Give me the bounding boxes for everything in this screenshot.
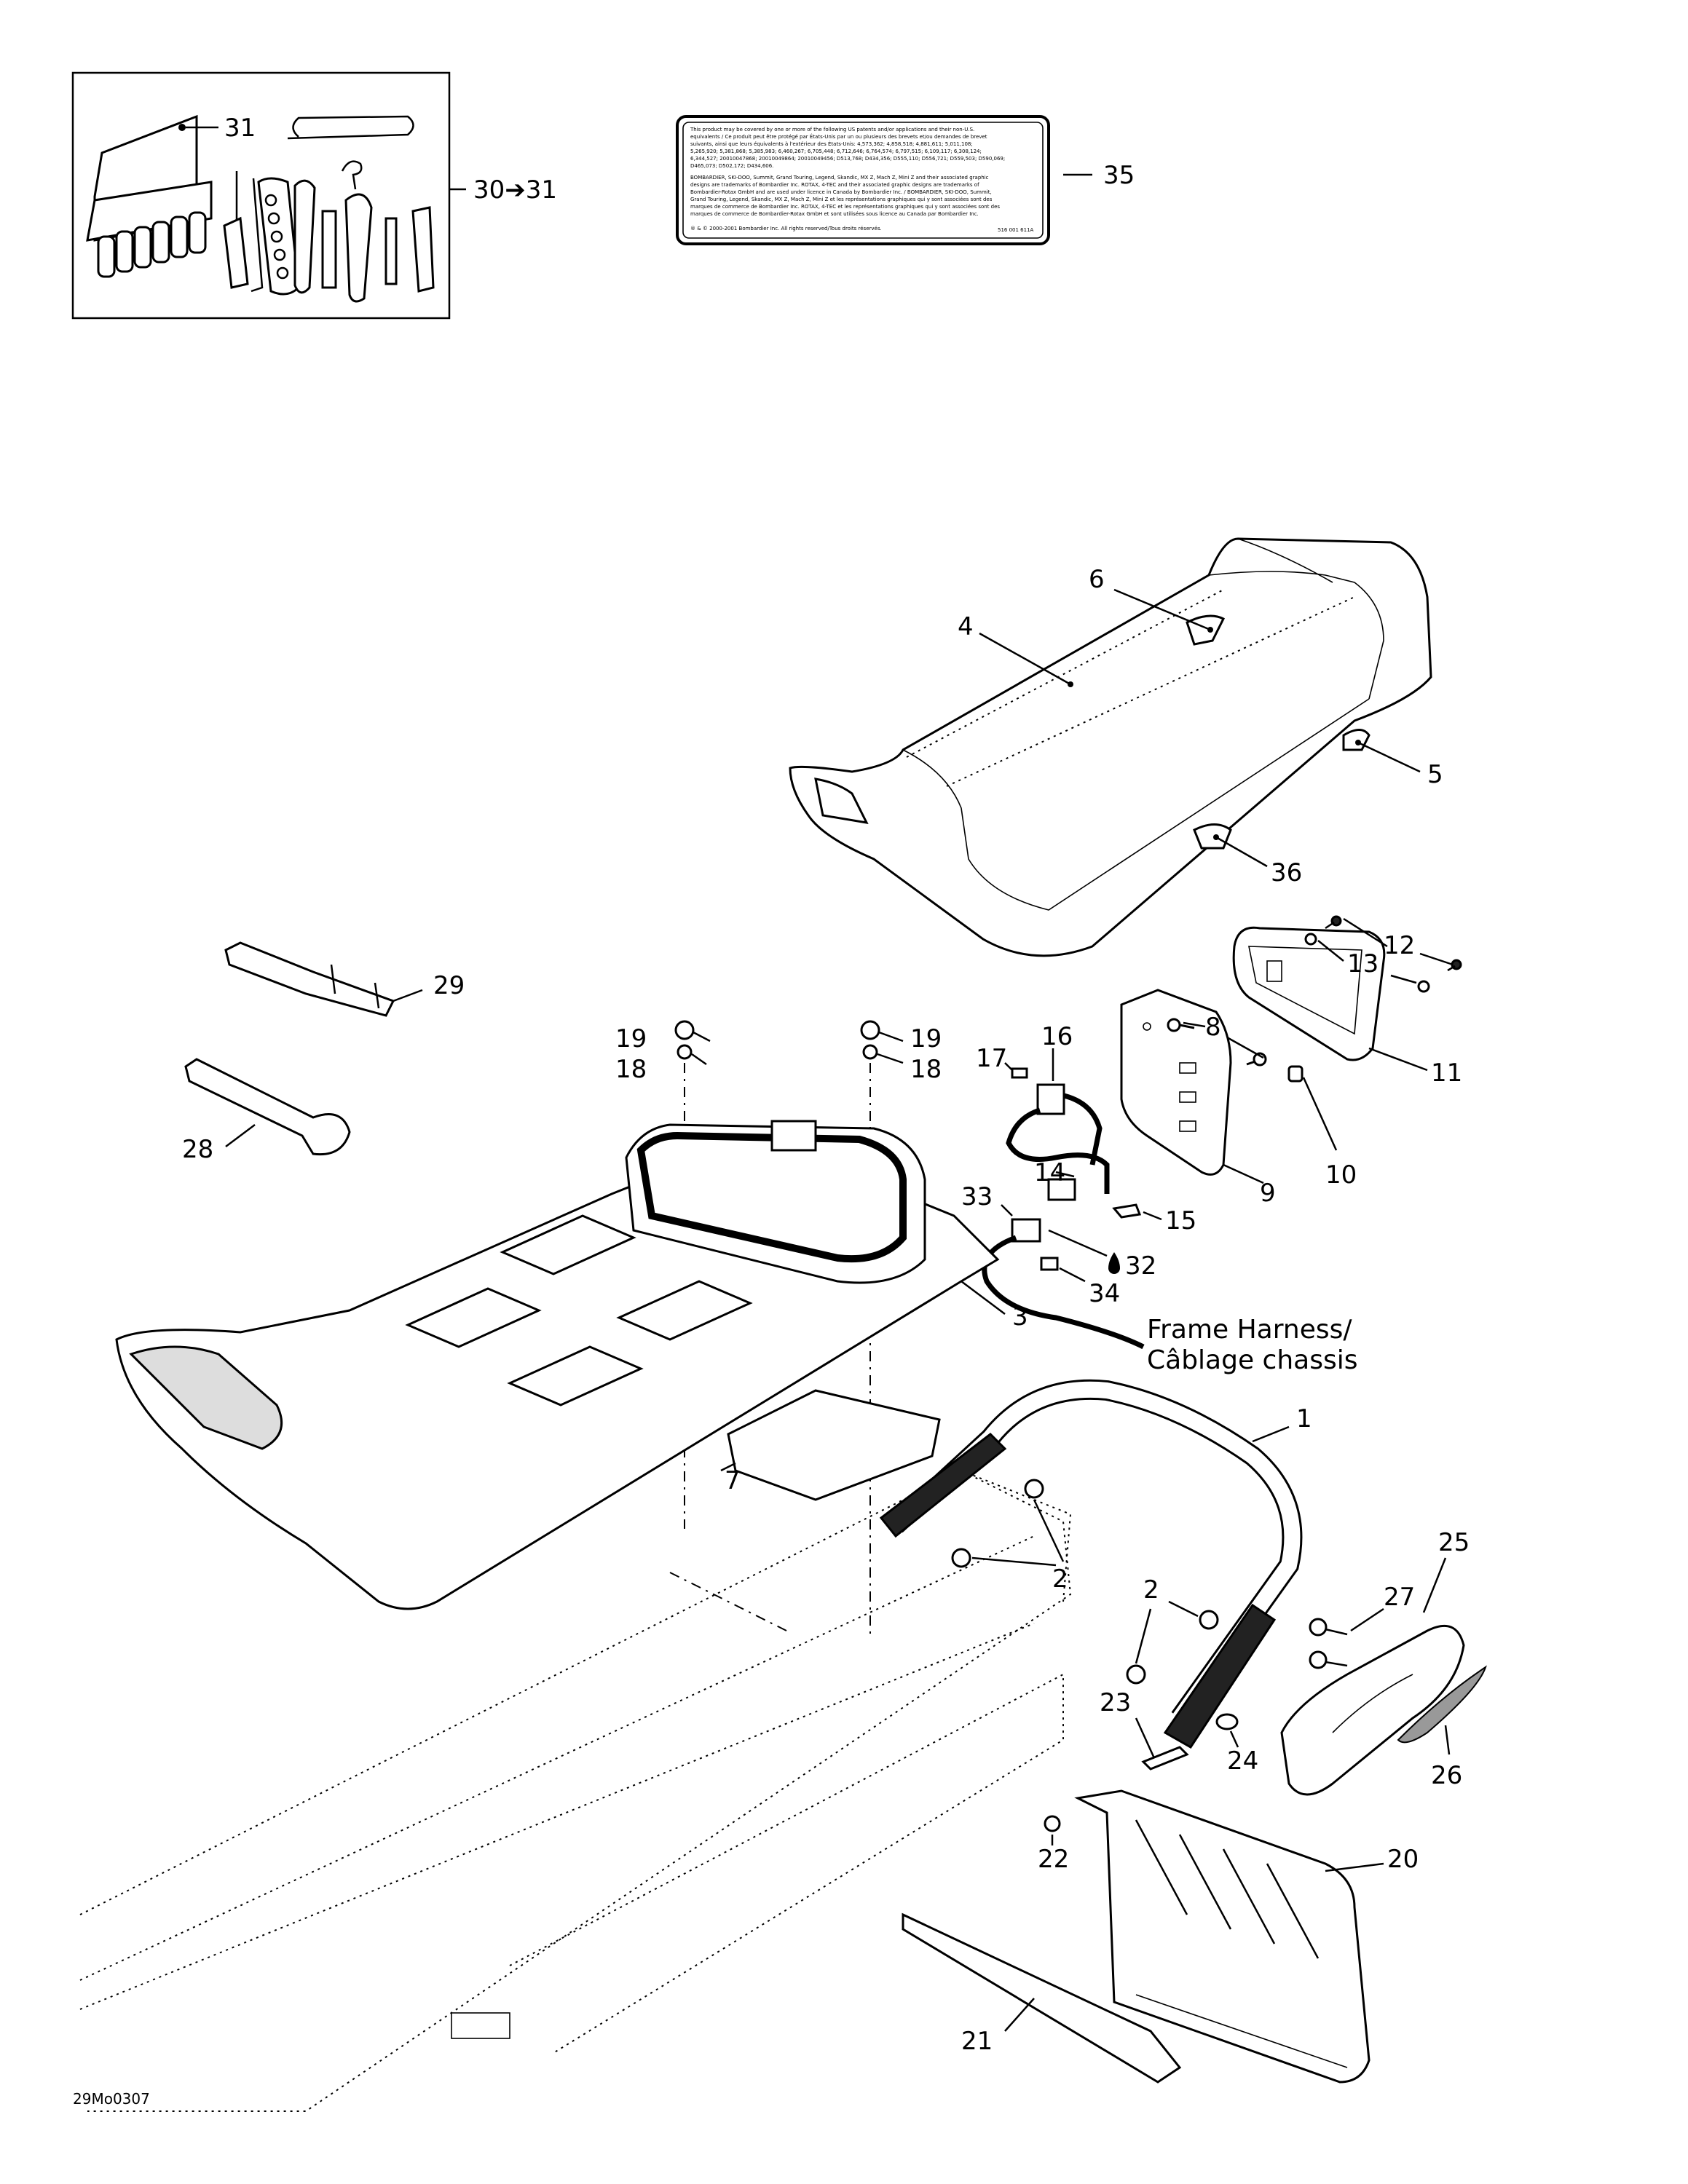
callout-21: 21 [961, 2027, 993, 2056]
callout-2-lower: 2 [1143, 1575, 1159, 1605]
decal-line-11: marques de commerce de Bombardier Inc. R… [690, 204, 1000, 210]
callout-20: 20 [1387, 1845, 1419, 1874]
callout-36: 36 [1271, 858, 1302, 887]
decal-line-3: suivants, ainsi que leurs équivalents à … [690, 141, 973, 147]
callout-13: 13 [1347, 949, 1379, 978]
end-cap: 25 27 26 [1280, 1528, 1487, 1796]
seat-base: 3 7 [115, 1120, 1028, 1610]
callout-18-right: 18 [910, 1055, 942, 1084]
callout-12: 12 [1384, 931, 1415, 960]
callout-17: 17 [976, 1044, 1007, 1073]
callout-11: 11 [1431, 1059, 1462, 1088]
callout-34: 34 [1089, 1279, 1120, 1308]
decal-line-7: BOMBARDIER, SKI-DOO, Summit, Grand Touri… [690, 175, 989, 181]
callout-28: 28 [182, 1135, 213, 1164]
patent-decal: This product may be covered by one or mo… [676, 115, 1135, 245]
frame-tunnel [79, 1469, 1072, 2112]
callout-26: 26 [1431, 1761, 1462, 1790]
water-drop-icon [1108, 1252, 1120, 1274]
harness-assembly: 16 17 14 15 33 32 34 Frame Harness/ Câbl… [961, 1022, 1358, 1375]
callout-10: 10 [1325, 1160, 1357, 1190]
callout-5: 5 [1427, 760, 1443, 789]
callout-22: 22 [1038, 1845, 1069, 1874]
callout-35: 35 [1103, 161, 1135, 190]
decal-line-13: ® & © 2000-2001 Bombardier Inc. All righ… [690, 226, 882, 232]
callout-6: 6 [1089, 565, 1105, 594]
callout-19-right: 19 [910, 1024, 942, 1053]
callout-27: 27 [1384, 1583, 1415, 1612]
callout-2-upper: 2 [1052, 1564, 1068, 1594]
decal-line-4: 5,265,920; 5,381,868; 5,385,983; 6,460,2… [690, 149, 982, 154]
harness-label-fr: Câblage chassis [1147, 1345, 1358, 1375]
seat-assembly: 4 6 5 36 [789, 537, 1443, 957]
callout-4: 4 [958, 612, 974, 641]
wrench-tools: 29 28 [182, 941, 465, 1164]
callout-16: 16 [1041, 1022, 1073, 1051]
callout-31: 31 [224, 114, 256, 143]
snow-flap: 20 22 23 24 21 [902, 1688, 1419, 2084]
callout-29: 29 [433, 971, 465, 1000]
callout-18-left: 18 [615, 1055, 647, 1084]
callout-3: 3 [1012, 1302, 1028, 1332]
callout-8: 8 [1205, 1013, 1221, 1042]
callout-7: 7 [725, 1466, 741, 1495]
callout-15: 15 [1165, 1206, 1196, 1235]
callout-32: 32 [1125, 1251, 1156, 1281]
tool-kit-inset: 31 30➔31 [71, 71, 557, 320]
decal-line-12: marques de commerce de Bombardier-Rotax … [690, 211, 979, 217]
decal-line-1: This product may be covered by one or mo… [690, 127, 974, 132]
decal-line-6: D465,073; D502,172; D434,606. [690, 163, 773, 169]
callout-25: 25 [1438, 1528, 1470, 1557]
decal-code: 516 001 611A [998, 227, 1034, 233]
drawing-code: 29Mo0307 [73, 2090, 150, 2108]
decal-line-9: Bombardier-Rotax GmbH and are used under… [690, 189, 992, 195]
grab-handle: 1 2 2 [879, 1379, 1312, 1749]
decal-line-8: designs are trademarks of Bombardier Inc… [690, 182, 979, 188]
callout-33: 33 [961, 1182, 993, 1211]
callout-30-31: 30➔31 [473, 175, 557, 205]
decal-line-5: 6,344,527; 20010047868; 20010049864; 200… [690, 156, 1005, 162]
decal-line-10: Grand Touring, Legend, Skandic, MX Z, Ma… [690, 197, 993, 202]
callout-14: 14 [1034, 1158, 1065, 1187]
harness-label-en: Frame Harness/ [1147, 1315, 1352, 1345]
svg-text:This product may be covered by: This product may be covered by one or mo… [690, 127, 1006, 232]
taillight-assembly: 11 12 13 9 8 10 [1120, 915, 1462, 1208]
callout-1: 1 [1296, 1404, 1312, 1433]
decal-line-2: equivalents / Ce produit peut être proté… [690, 133, 987, 140]
callout-24: 24 [1227, 1746, 1258, 1776]
callout-19-left: 19 [615, 1024, 647, 1053]
callout-23: 23 [1100, 1688, 1131, 1717]
callout-9: 9 [1260, 1179, 1276, 1208]
